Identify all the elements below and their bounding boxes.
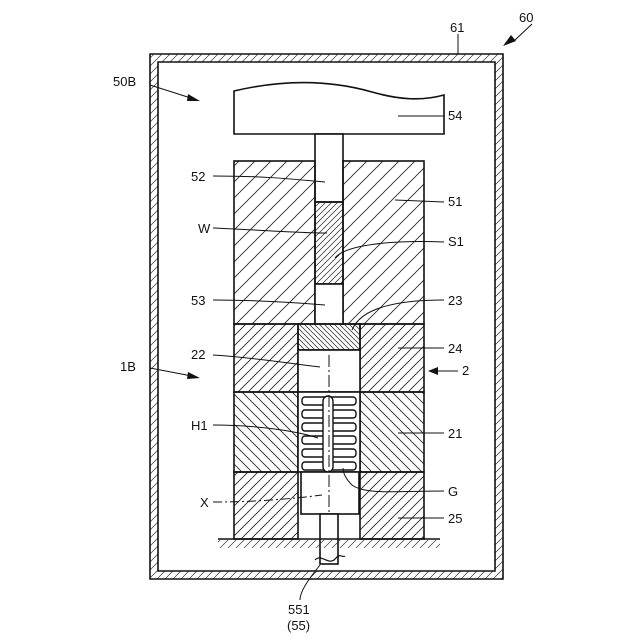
label-g: G (448, 484, 458, 499)
label-w: W (198, 221, 211, 236)
arrow-50b (187, 94, 200, 101)
arrow-1b (187, 372, 200, 379)
cap-23 (298, 324, 360, 350)
label-51: 51 (448, 194, 462, 209)
arrow-60 (503, 35, 516, 46)
label-60: 60 (519, 10, 533, 25)
label-x: X (200, 495, 209, 510)
label-h1: H1 (191, 418, 208, 433)
upper-die-54 (234, 82, 444, 134)
label-551: 551 (288, 602, 310, 617)
label-55: (55) (287, 618, 310, 633)
label-53: 53 (191, 293, 205, 308)
punch-52 (315, 134, 343, 202)
ground-line (218, 539, 440, 548)
workpiece-w (315, 202, 343, 284)
label-22: 22 (191, 347, 205, 362)
label-s1: S1 (448, 234, 464, 249)
label-21: 21 (448, 426, 462, 441)
label-2: 2 (462, 363, 469, 378)
label-54: 54 (448, 108, 462, 123)
label-1b: 1B (120, 359, 136, 374)
label-24: 24 (448, 341, 462, 356)
label-25: 25 (448, 511, 462, 526)
label-61: 61 (450, 20, 464, 35)
arrow-2 (428, 367, 438, 375)
lower-punch-53 (315, 284, 343, 324)
label-50b: 50B (113, 74, 136, 89)
label-52: 52 (191, 169, 205, 184)
label-23: 23 (448, 293, 462, 308)
